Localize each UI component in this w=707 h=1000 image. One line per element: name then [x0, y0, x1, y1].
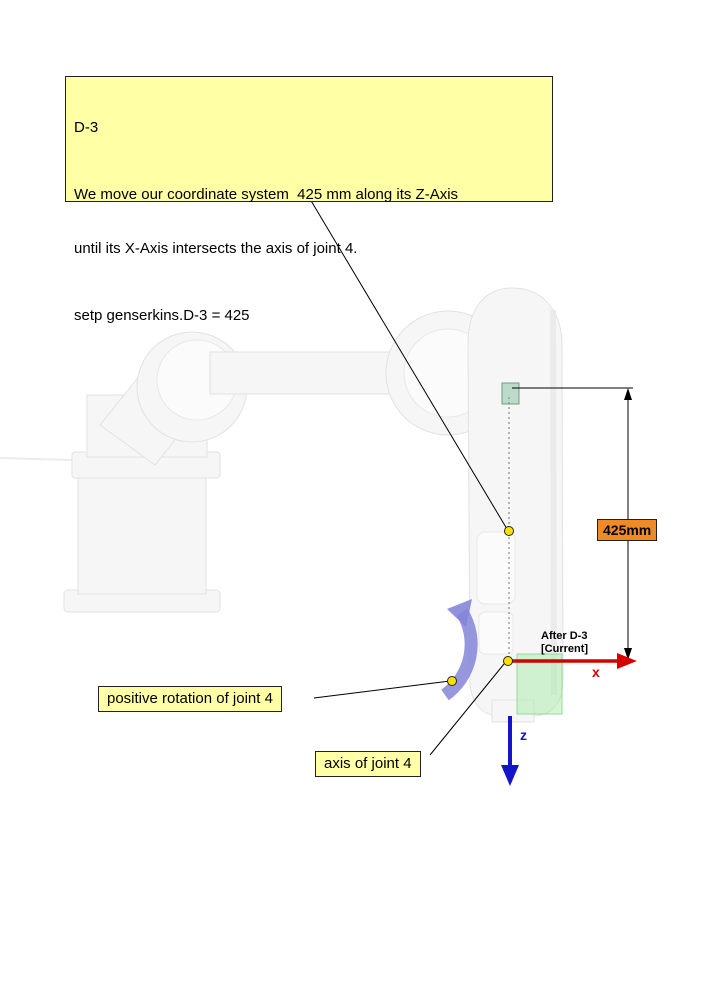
dimension-arrowhead-down	[624, 648, 632, 660]
callout-body-line1: We move our coordinate system 425 mm alo…	[74, 186, 459, 203]
frame-marker-bottom	[516, 653, 563, 715]
callout-d3: D-3 We move our coordinate system 425 mm…	[65, 76, 553, 324]
leader-axis-label	[429, 663, 505, 756]
table-edge-line	[0, 457, 73, 461]
rotation-arrow	[441, 599, 478, 701]
joint-dot-mid	[504, 526, 514, 536]
leader-callout-to-joint	[309, 198, 508, 530]
frame-marker-top	[501, 382, 520, 405]
callout-title: D-3	[74, 119, 99, 136]
rotation-arrow-head	[447, 599, 472, 627]
z-axis-label: z	[520, 727, 527, 743]
coordinate-frame	[501, 653, 637, 786]
z-axis-arrow-head	[501, 765, 519, 786]
frame-annotation-line1: After D-3	[541, 630, 588, 642]
leader-rotation-label	[313, 680, 451, 699]
robot-right-assembly	[385, 287, 564, 723]
joint-dot-origin	[503, 656, 513, 666]
robot-vertical-body	[467, 287, 564, 717]
robot-body-edge-highlight	[550, 309, 557, 696]
frame-annotation: After D-3 [Current]	[541, 630, 588, 656]
joint-dot-rotation	[447, 676, 457, 686]
robot-foot	[491, 699, 535, 723]
callout-body-line2: until its X-Axis intersects the axis of …	[74, 240, 358, 257]
axis-of-joint-label: axis of joint 4	[315, 751, 421, 777]
robot-body-slot-lower	[478, 611, 514, 655]
robot-base-cylinder	[77, 475, 207, 595]
dimension-arrowhead-up	[624, 388, 632, 400]
x-axis-label: x	[592, 664, 600, 680]
x-axis-arrow-head	[617, 653, 637, 669]
frame-annotation-line2: [Current]	[541, 643, 589, 655]
callout-code: setp genserkins.D-3 = 425	[74, 307, 250, 324]
dimension-label: 425mm	[597, 519, 658, 541]
robot-body-slot-upper	[476, 531, 516, 605]
robot-illustration	[0, 287, 564, 723]
positive-rotation-label: positive rotation of joint 4	[98, 686, 282, 712]
